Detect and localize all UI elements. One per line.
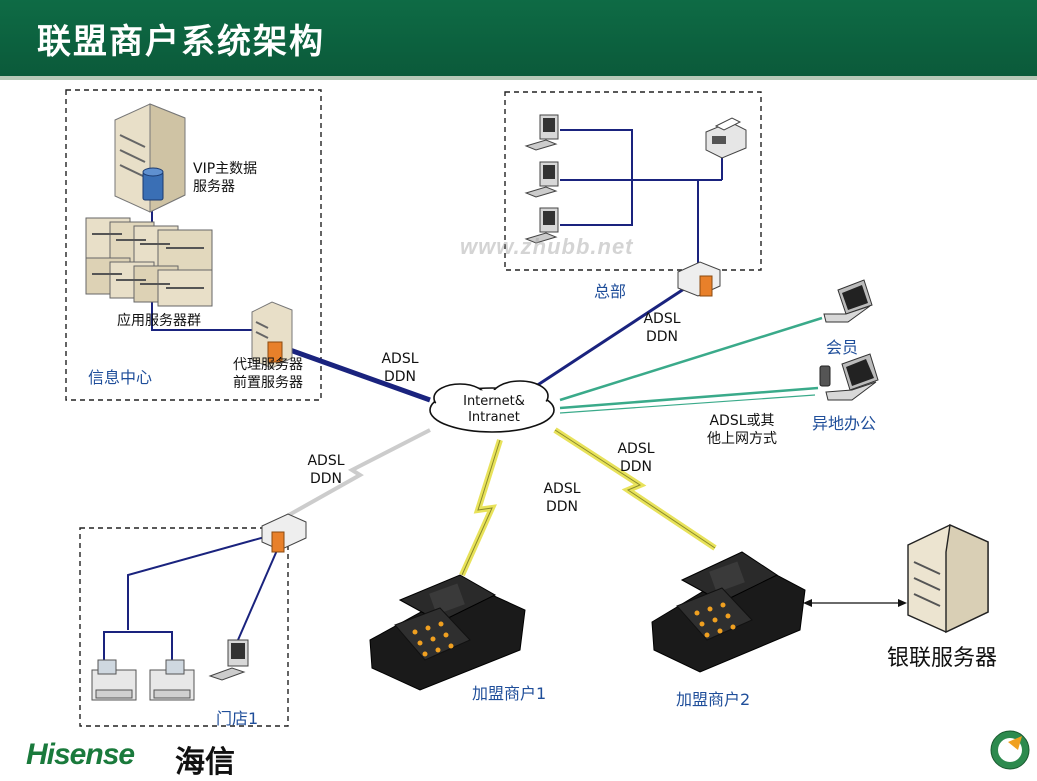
link-cloud-to-member [559,316,823,402]
link-cloud-to-hq [529,283,691,392]
printer-icon [705,117,747,159]
lightning-store [279,428,431,522]
store-lan-pc [237,547,279,641]
proxy-server-label: 代理服务器 前置服务器 [233,357,303,391]
header-divider [0,76,1037,80]
link-label-merchant2: ADSL DDN [617,441,655,475]
link-cloud-to-remote [559,386,819,410]
server-icon [907,523,989,634]
link-label-remote: ADSL或其 他上网方式 [707,413,777,447]
store-lan-main [127,534,273,630]
pc-icon [208,639,249,681]
vip-server-label: VIP主数据 服务器 [193,161,258,195]
logo-icon [990,730,1030,770]
pos-terminal-icon [651,551,806,673]
hq-lan-top [560,129,633,226]
brand-logo-cn: 海信 [175,745,235,780]
link-proxy-to-cloud [289,347,431,403]
laptop-icon [819,353,879,401]
arrow-right [898,599,907,607]
header-bar [0,0,1037,76]
cash-register-icon [149,659,195,701]
link-cloud-to-remote2 [559,394,816,414]
app-servers-label: 应用服务器群 [117,313,201,329]
hq-boundary [504,91,762,271]
proxy-server-icon [251,301,293,369]
store-lan-branch [103,631,173,660]
pc-icon [524,114,559,151]
cloud-icon [429,380,555,433]
member-label: 会员 [826,338,859,357]
store-label: 门店1 [216,709,259,728]
remote-office-label: 异地办公 [812,414,877,433]
hq-label: 总部 [594,282,627,301]
cloud-label: Internet& Intranet [463,394,525,425]
lightning-merchant1 [459,439,503,577]
database-icon [142,167,164,201]
watermark: www.zhubb.net [460,234,634,259]
link-label-info-center: ADSL DDN [381,351,419,385]
router-icon [261,513,307,553]
pos-terminal-icon [369,574,526,691]
pc-icon [524,207,559,244]
pc-icon [524,161,559,198]
router-icon [677,261,721,297]
cash-register-icon [91,659,137,701]
info-center-label: 信息中心 [88,368,153,387]
link-label-merchant1: ADSL DDN [543,481,581,515]
merchant2-label: 加盟商户2 [676,690,751,709]
page-title: 联盟商户系统架构 [37,22,325,62]
link-label-hq: ADSL DDN [643,311,681,345]
server-icon [114,103,186,213]
lightning-merchant2-outline [554,429,716,549]
store-boundary [79,527,289,727]
unionpay-server-label: 银联服务器 [887,646,998,671]
laptop-icon [823,279,873,323]
merchant1-label: 加盟商户1 [472,684,547,703]
brand-logo-text: Hisense [26,738,135,771]
lightning-merchant1-outline [461,439,501,576]
info-center-boundary [65,89,322,401]
link-label-store: ADSL DDN [307,453,345,487]
server-rack-icon [85,217,213,307]
arrow-left [803,599,812,607]
